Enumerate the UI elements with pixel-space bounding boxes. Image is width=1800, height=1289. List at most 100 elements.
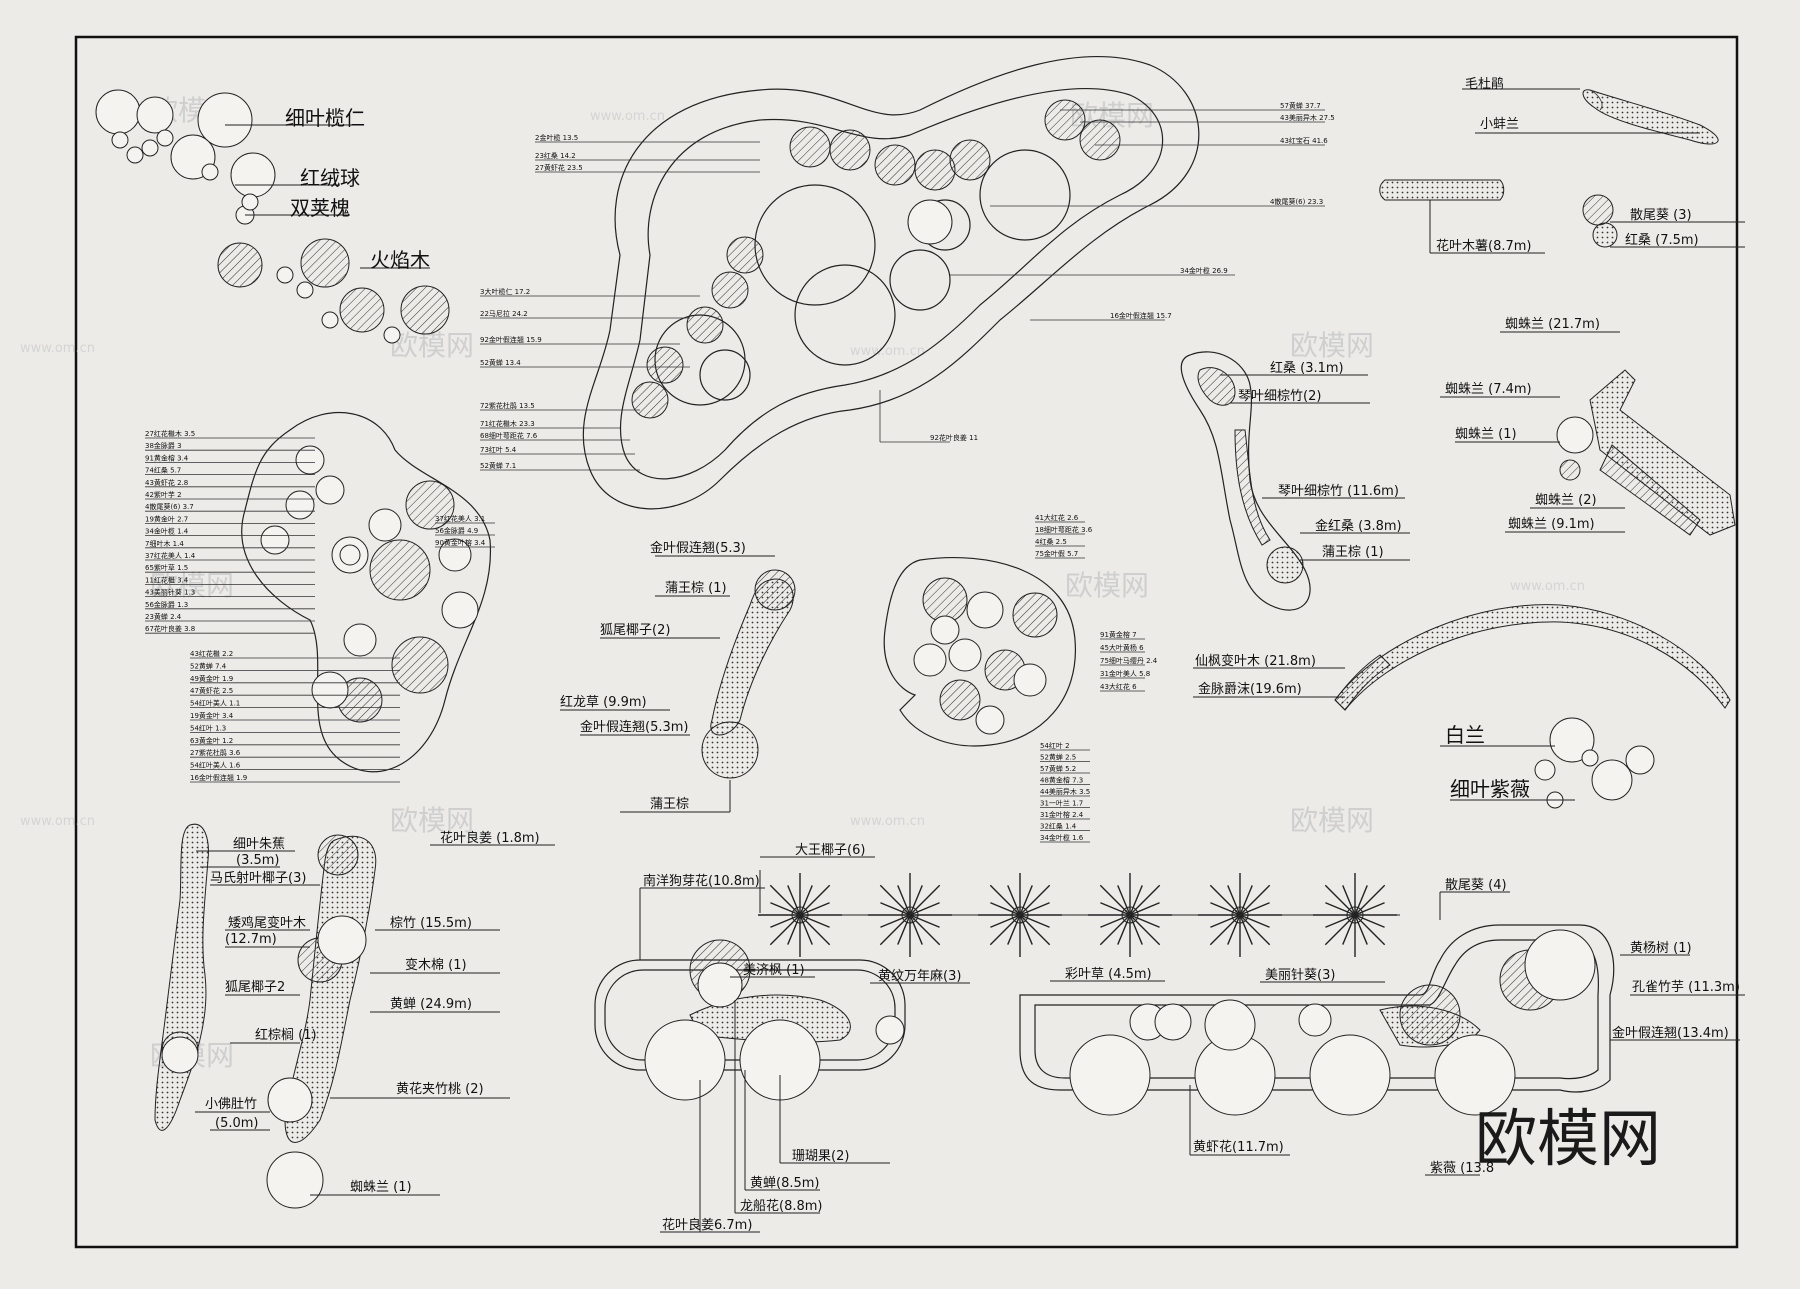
svg-text:金叶假连翘(13.4m): 金叶假连翘(13.4m) [1612, 1025, 1729, 1041]
svg-text:蒲王棕 (1): 蒲王棕 (1) [1322, 545, 1384, 560]
svg-text:71红花檵木 23.3: 71红花檵木 23.3 [480, 419, 535, 428]
plant-label: 65紫叶草 1.5 [145, 563, 188, 572]
plant-label: 23黄蝉 2.4 [145, 612, 182, 621]
plant-label: 37红花美人 1.4 [145, 551, 196, 560]
svg-text:细叶朱蕉: 细叶朱蕉 [233, 837, 285, 852]
plant-label: 57黄蝉 5.2 [1040, 764, 1076, 773]
svg-text:34金叶榄 26.9: 34金叶榄 26.9 [1180, 266, 1228, 275]
plant-label: 54红叶 1.3 [190, 723, 226, 732]
svg-text:www.om.cn: www.om.cn [1510, 579, 1585, 594]
plant-label: 43红花檵 2.2 [190, 649, 233, 658]
svg-text:www.om.cn: www.om.cn [590, 109, 665, 124]
palm-symbol [1088, 873, 1172, 957]
palm-symbol [868, 873, 952, 957]
plant-label: 44美丽异木 3.5 [1040, 787, 1090, 796]
svg-text:蒲王棕 (1): 蒲王棕 (1) [665, 581, 727, 596]
svg-text:龙船花(8.8m): 龙船花(8.8m) [740, 1198, 822, 1214]
plant-label: 52黄蝉 2.5 [1040, 753, 1076, 762]
plant-label: 56金脉爵 1.3 [145, 600, 188, 609]
svg-text:散尾葵 (4): 散尾葵 (4) [1445, 878, 1507, 893]
svg-text:黄花夹竹桃 (2): 黄花夹竹桃 (2) [396, 1081, 484, 1097]
palm-symbol [758, 873, 842, 957]
svg-text:27黄虾花 23.5: 27黄虾花 23.5 [535, 163, 583, 172]
svg-text:马氏射叶椰子(3): 马氏射叶椰子(3) [210, 870, 306, 886]
plant-label: 34金叶榄 1.4 [145, 527, 189, 536]
plant-label: 75细叶马缨丹 2.4 [1100, 656, 1158, 665]
svg-text:变木棉 (1): 变木棉 (1) [405, 957, 467, 973]
plant-label: 54红叶美人 1.6 [190, 761, 241, 770]
plant-label: 31金叶榕 2.4 [1040, 810, 1084, 819]
svg-text:花叶良姜6.7m): 花叶良姜6.7m) [662, 1217, 752, 1233]
svg-text:花叶木薯(8.7m): 花叶木薯(8.7m) [1436, 238, 1531, 254]
svg-text:美济枫 (1): 美济枫 (1) [743, 963, 805, 978]
svg-text:南洋狗芽花(10.8m): 南洋狗芽花(10.8m) [643, 873, 760, 889]
svg-text:欧模网: 欧模网 [1290, 804, 1374, 837]
plant-label: 41大红花 2.6 [1035, 513, 1079, 522]
plant-label: 7细叶木 1.4 [145, 539, 184, 548]
svg-text:57黄蝉 37.7: 57黄蝉 37.7 [1280, 101, 1321, 110]
svg-text:矮鸡尾变叶木: 矮鸡尾变叶木 [228, 915, 306, 931]
legend-topright: 毛杜鹃 小蚌兰 花叶木薯(8.7m) 散尾葵 (3) 红桑 (7.5m) [1379, 76, 1745, 254]
svg-text:花叶良姜 (1.8m): 花叶良姜 (1.8m) [440, 830, 540, 846]
labels-top-right-list: 57黄蝉 37.7 43美丽异木 27.5 43红宝石 41.6 4散尾葵(6)… [879, 101, 1335, 443]
svg-text:大王椰子(6): 大王椰子(6) [795, 843, 865, 858]
svg-text:(5.0m): (5.0m) [215, 1116, 258, 1131]
svg-text:仙枫变叶木 (21.8m): 仙枫变叶木 (21.8m) [1195, 653, 1316, 669]
plant-label: 48黄金榕 7.3 [1040, 776, 1083, 785]
svg-text:43红宝石 41.6: 43红宝石 41.6 [1280, 136, 1328, 145]
palm-symbol [978, 873, 1062, 957]
plant-label: 37红花美人 3.1 [435, 514, 485, 523]
svg-text:美丽针葵(3): 美丽针葵(3) [1265, 968, 1335, 983]
svg-text:金红桑 (3.8m): 金红桑 (3.8m) [1315, 518, 1402, 534]
svg-text:琴叶细棕竹 (11.6m): 琴叶细棕竹 (11.6m) [1278, 484, 1399, 499]
planting-bed-top-center: 3大叶榄仁 17.2 22马尼拉 24.2 92金叶假连翘 15.9 52黄蝉 … [480, 55, 1335, 510]
tree-symbol [95, 89, 141, 135]
labels-top-left-list: 3大叶榄仁 17.2 22马尼拉 24.2 92金叶假连翘 15.9 52黄蝉 … [480, 133, 760, 471]
svg-text:52黄蝉 7.1: 52黄蝉 7.1 [480, 461, 516, 470]
drawing-frame [74, 35, 1739, 1249]
svg-text:狐尾椰子(2): 狐尾椰子(2) [600, 623, 670, 638]
brand-logo: 欧模网 [1475, 1102, 1661, 1175]
planting-bed-right-curve: 红桑 (3.1m) 琴叶细棕竹(2) 琴叶细棕竹 (11.6m) 金红桑 (3.… [1180, 351, 1410, 611]
plant-label: 38金脉爵 3 [145, 441, 182, 450]
svg-text:欧模网: 欧模网 [1065, 569, 1149, 602]
planting-bed-spiderlily: 蜘蛛兰 (21.7m) 蜘蛛兰 (7.4m) 蜘蛛兰 (1) 蜘蛛兰 (2) 蜘… [1440, 317, 1736, 536]
plant-label: 19黄金叶 2.7 [145, 514, 188, 523]
svg-text:红龙草 (9.9m): 红龙草 (9.9m) [560, 694, 647, 710]
svg-text:孔雀竹芋 (11.3m): 孔雀竹芋 (11.3m) [1632, 980, 1740, 995]
plant-label: 75金叶假 5.7 [1035, 549, 1078, 558]
svg-text:52黄蝉 13.4: 52黄蝉 13.4 [480, 358, 521, 367]
plant-label: 27红花檵木 3.5 [145, 429, 195, 438]
svg-text:金叶假连翘(5.3m): 金叶假连翘(5.3m) [580, 719, 688, 735]
svg-text:小蚌兰: 小蚌兰 [1480, 117, 1519, 132]
svg-text:黄蝉(8.5m): 黄蝉(8.5m) [750, 1176, 819, 1191]
svg-text:琴叶细棕竹(2): 琴叶细棕竹(2) [1238, 389, 1321, 404]
plant-label: 16金叶假连翘 1.9 [190, 773, 247, 782]
svg-text:毛杜鹃: 毛杜鹃 [1465, 76, 1504, 92]
plant-label: 42紫叶芋 2 [145, 490, 182, 499]
legend-trees-topleft: 细叶榄仁 红绒球 双荚槐 火焰木 [95, 89, 450, 344]
svg-text:www.om.cn: www.om.cn [850, 344, 925, 359]
plant-label: 19黄金叶 3.4 [190, 711, 234, 720]
svg-text:73红叶 5.4: 73红叶 5.4 [480, 445, 517, 454]
svg-text:细叶紫薇: 细叶紫薇 [1450, 777, 1530, 801]
svg-text:紫薇 (13.8: 紫薇 (13.8 [1430, 1161, 1494, 1176]
svg-text:(12.7m): (12.7m) [225, 932, 277, 947]
svg-text:金叶假连翘(5.3): 金叶假连翘(5.3) [650, 540, 746, 556]
svg-text:欧模网: 欧模网 [150, 569, 234, 602]
plant-label: 18细叶萼距花 3.6 [1035, 525, 1093, 534]
svg-text:红桑 (3.1m): 红桑 (3.1m) [1270, 360, 1344, 376]
svg-text:金脉爵沫(19.6m): 金脉爵沫(19.6m) [1198, 681, 1302, 697]
svg-text:蜘蛛兰 (2): 蜘蛛兰 (2) [1535, 493, 1597, 508]
svg-text:红桑 (7.5m): 红桑 (7.5m) [1625, 232, 1699, 248]
palm-symbol [1313, 873, 1397, 957]
svg-text:92花叶良姜 11: 92花叶良姜 11 [930, 433, 978, 442]
palm-symbol [1198, 873, 1282, 957]
plant-label: 43大红花 6 [1100, 682, 1137, 691]
